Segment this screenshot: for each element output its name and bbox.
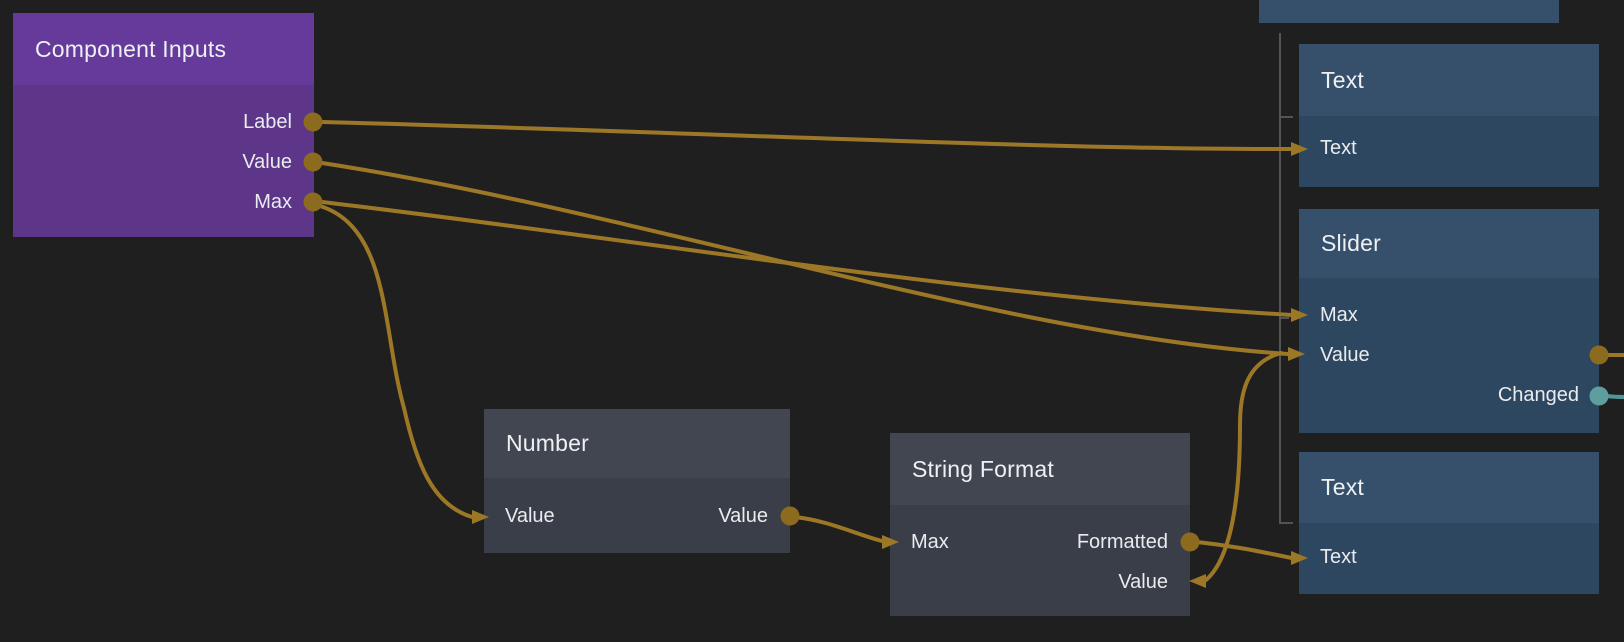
node-string-format[interactable]: String Format Max Formatted Value — [890, 433, 1190, 616]
port-label-output: Value — [718, 504, 768, 527]
port-row-text-input: Text — [1299, 128, 1599, 168]
port-label: Value — [242, 150, 292, 173]
wire-value-to-slider[interactable] — [320, 161, 1290, 356]
node-header: Slider — [1299, 209, 1599, 278]
port-slider-value-output[interactable] — [1589, 345, 1609, 365]
port-row-value-input: Value — [890, 562, 1190, 602]
node-header: Text — [1299, 44, 1599, 116]
wire-formatted-to-text-bottom[interactable] — [1195, 540, 1294, 560]
arrowhead-slider-value-input — [1288, 347, 1305, 361]
bracket-line — [1279, 33, 1293, 524]
node-title: Text — [1321, 474, 1364, 500]
port-label-output: Formatted — [1076, 530, 1168, 553]
node-slider[interactable]: Slider Max Value Changed — [1299, 209, 1599, 433]
node-body: Text — [1299, 116, 1599, 187]
node-number[interactable]: Number Value Value — [484, 409, 790, 553]
node-title: Number — [506, 430, 590, 456]
wire-changed-offscreen[interactable] — [1605, 394, 1624, 399]
node-header: Text — [1299, 452, 1599, 523]
node-body: Text — [1299, 523, 1599, 594]
node-body: Label Value Max — [13, 85, 314, 237]
arrowhead-slider-max-input — [1291, 308, 1308, 322]
node-offscreen-top[interactable] — [1259, 0, 1559, 23]
port-number-value-output[interactable] — [780, 506, 800, 526]
port-row-max-output: Max — [13, 182, 314, 222]
node-title: Slider — [1321, 230, 1382, 256]
wire-max-to-number[interactable] — [318, 204, 474, 519]
port-label-input: Value — [1118, 570, 1168, 593]
port-component-inputs-label[interactable] — [303, 112, 323, 132]
node-header: String Format — [890, 433, 1190, 505]
arrowhead-number-value-input — [472, 510, 489, 524]
node-body: Max Formatted Value — [890, 505, 1190, 616]
arrowhead-text-bottom-input — [1291, 551, 1308, 565]
port-component-inputs-value[interactable] — [303, 152, 323, 172]
port-label: Label — [243, 110, 292, 133]
wire-max-to-slider[interactable] — [320, 200, 1294, 317]
port-row-max-formatted: Max Formatted — [890, 522, 1190, 562]
port-label-input: Text — [1320, 545, 1357, 568]
port-label-input: Max — [1320, 303, 1358, 326]
node-text-top[interactable]: Text Text — [1299, 44, 1599, 187]
port-slider-changed-event[interactable] — [1589, 386, 1609, 406]
port-label: Max — [254, 190, 292, 213]
node-body: Max Value Changed — [1299, 278, 1599, 433]
port-row-value-output: Value — [13, 142, 314, 182]
port-label-output: Changed — [1497, 383, 1579, 406]
node-body: Value Value — [484, 478, 790, 553]
port-label-input: Max — [911, 530, 949, 553]
port-label-input: Text — [1320, 136, 1357, 159]
node-component-inputs[interactable]: Component Inputs Label Value Max — [13, 13, 314, 237]
node-title: Text — [1321, 66, 1364, 93]
port-row-changed-output: Changed — [1299, 375, 1599, 415]
wire-number-to-string-format[interactable] — [793, 515, 884, 543]
port-row-text-input: Text — [1299, 537, 1599, 577]
arrowhead-text-top-input — [1291, 142, 1308, 156]
group-bracket — [1279, 33, 1293, 524]
node-header — [1259, 0, 1559, 23]
node-text-bottom[interactable]: Text Text — [1299, 452, 1599, 594]
node-title: Component Inputs — [35, 35, 227, 62]
port-row-value: Value Value — [484, 496, 790, 536]
port-label-input: Value — [505, 504, 555, 527]
node-header: Component Inputs — [13, 13, 314, 85]
arrowhead-string-format-value-input — [1189, 574, 1206, 588]
arrowhead-string-format-max-input — [882, 535, 899, 549]
port-row-label-output: Label — [13, 102, 314, 142]
wire-label-to-text-top[interactable] — [320, 120, 1294, 152]
wire-value-branch-to-string-format[interactable] — [1204, 351, 1283, 582]
node-title: String Format — [912, 455, 1054, 482]
port-string-format-formatted-output[interactable] — [1180, 532, 1200, 552]
port-component-inputs-max[interactable] — [303, 192, 323, 212]
node-header: Number — [484, 409, 790, 478]
port-row-value-input: Value — [1299, 335, 1599, 375]
port-label-input: Value — [1320, 343, 1370, 366]
port-row-max-input: Max — [1299, 295, 1599, 335]
